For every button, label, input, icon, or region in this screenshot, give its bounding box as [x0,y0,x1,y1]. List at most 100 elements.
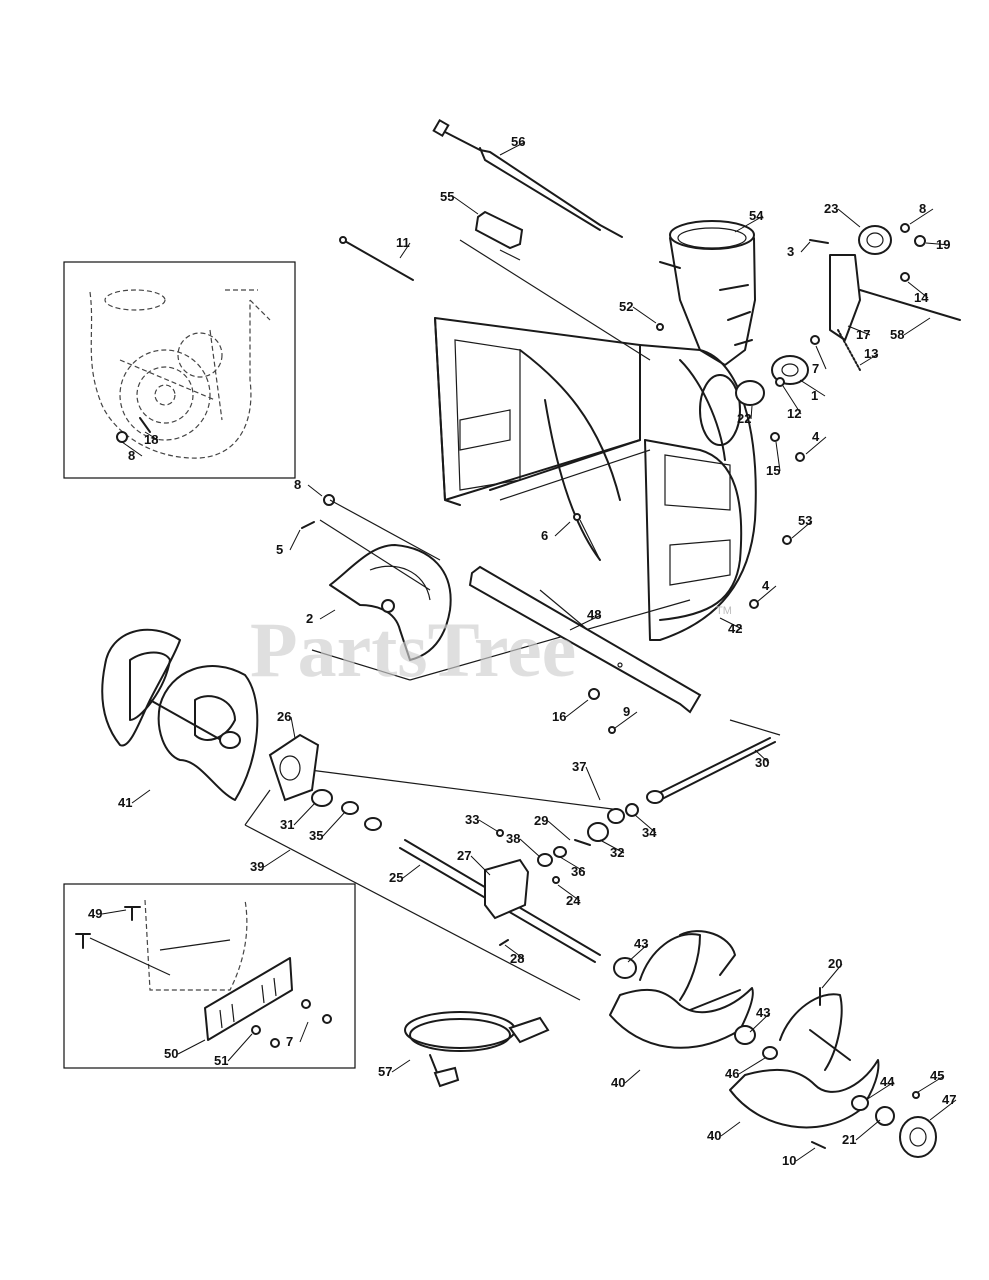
callout-7a: 7 [812,361,819,376]
callout-15: 15 [766,463,780,478]
callout-5: 5 [276,542,283,557]
callout-2: 2 [306,611,313,626]
callout-18: 18 [144,432,158,447]
watermark-text: PartsTree [250,606,576,693]
callout-leader-10 [795,1147,816,1162]
callout-leader-55 [453,196,479,215]
callout-33: 33 [465,812,479,827]
callout-38: 38 [506,831,520,846]
callout-43a: 43 [634,936,648,951]
callout-8b: 8 [128,448,135,463]
callout-22: 22 [737,411,751,426]
callout-leader-52 [632,306,657,324]
callout-28: 28 [510,951,524,966]
callout-leader-25 [402,864,421,879]
callout-leader-48 [569,614,602,631]
callout-leader-53 [791,520,813,539]
callout-leader-24 [557,884,581,902]
callout-53: 53 [798,513,812,528]
callout-leader-26 [290,716,296,739]
callout-44: 44 [880,1074,895,1089]
chute-crank-rod [432,118,623,238]
callout-leader-16 [565,699,589,718]
callout-58: 58 [890,327,904,342]
callout-leader-12 [782,385,802,415]
callout-leader-6 [554,521,571,537]
callout-leader-4b [756,585,777,603]
callout-leader-58 [903,317,931,336]
callout-4b: 4 [762,578,770,593]
callout-6: 6 [541,528,548,543]
callout-leader-7a [815,345,827,370]
callout-leader-37 [585,766,601,801]
watermark: PartsTree TM [250,605,732,693]
callout-48: 48 [587,607,601,622]
callout-leader-44 [865,1081,895,1101]
assembly-lines [244,239,781,1001]
callout-36: 36 [571,864,585,879]
callout-leader-34 [634,814,657,834]
callout-leader-29 [547,820,571,841]
callout-11: 11 [396,235,410,250]
callout-leader-31 [293,802,316,826]
callout-leader-22 [750,405,753,420]
callout-leader-54 [734,215,764,233]
callout-1: 1 [811,388,818,403]
callout-leader-42 [719,617,743,630]
hardware [301,494,792,609]
callout-leader-21 [855,1119,881,1141]
callout-43b: 43 [756,1005,770,1020]
callout-leader-45 [917,1075,945,1093]
callout-23: 23 [824,201,838,216]
inset-shave-plate-detail [63,883,356,1069]
callout-8a: 8 [919,201,926,216]
callout-leader-46 [738,1057,766,1075]
callout-34: 34 [642,825,657,840]
callout-47: 47 [942,1092,956,1107]
callout-57: 57 [378,1064,392,1079]
watermark-trademark: TM [716,605,732,617]
pulley-assembly [656,223,961,462]
callout-49: 49 [88,906,102,921]
side-plate [329,544,452,661]
callout-leader-43b [749,1012,771,1033]
callout-leader-27 [470,855,491,876]
callout-30: 30 [755,755,769,770]
callout-16: 16 [552,709,566,724]
callout-24: 24 [566,893,581,908]
callout-leader-8b [121,441,143,457]
callout-leader-2 [319,609,336,620]
callout-leader-40b [720,1121,741,1137]
callout-leader-5 [289,529,301,551]
callout-12: 12 [787,406,801,421]
callout-leader-41 [131,789,151,804]
callout-leader-8c [307,484,323,497]
callout-54: 54 [749,208,764,223]
callout-leader-18 [144,431,159,441]
inset-pulley-detail [63,261,296,479]
left-auger [101,628,259,801]
callout-9: 9 [623,704,630,719]
callout-leader-40a [624,1069,641,1084]
callout-35: 35 [309,828,323,843]
callout-56: 56 [511,134,525,149]
callout-52: 52 [619,299,633,314]
callout-leader-3 [800,241,811,253]
callout-leader-30 [754,749,770,764]
callout-10: 10 [782,1153,796,1168]
callout-leader-51 [227,1033,253,1062]
callout-leader-19 [925,242,951,246]
callout-19: 19 [936,237,950,252]
callout-leader-38 [519,838,541,858]
callout-27: 27 [457,848,471,863]
callout-leader-11 [399,242,411,259]
callout-leader-36 [559,856,586,873]
power-cord [404,1011,550,1088]
callout-leader-32 [599,839,625,854]
gear-case [268,733,776,963]
callout-leader-39 [263,849,291,868]
callout-leader-57 [391,1059,411,1073]
callout-leader-50 [177,1039,206,1055]
